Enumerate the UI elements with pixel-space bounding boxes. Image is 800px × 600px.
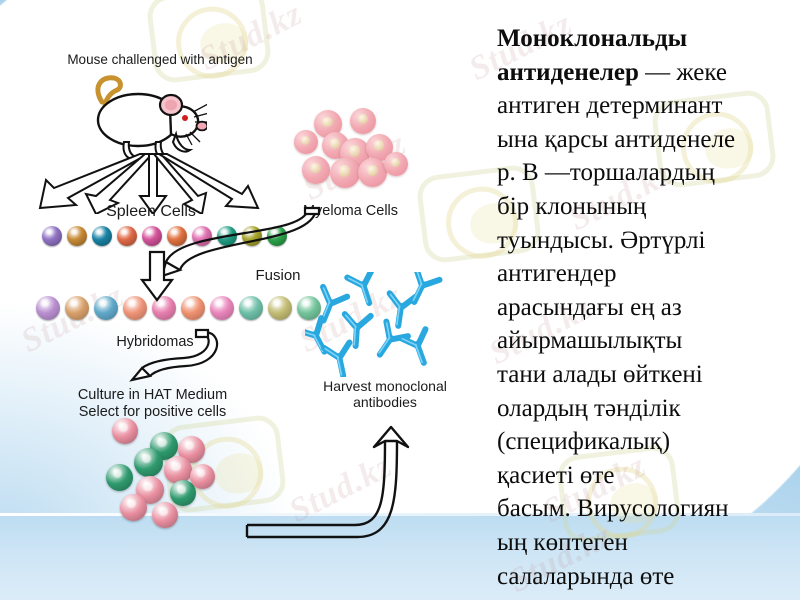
- myeloma-cell: [384, 152, 408, 176]
- antibody-y-shape: [398, 326, 429, 366]
- hybridoma-cell: [239, 296, 263, 320]
- hybridoma-to-culture-arrow: [129, 328, 219, 382]
- spleen-cell: [142, 226, 162, 246]
- cultured-hybridoma-cell: [170, 480, 196, 506]
- body-text-line: Моноклональды: [497, 22, 797, 56]
- body-text-line: басым. Вирусологиян: [497, 492, 797, 526]
- cultured-hybridoma-cell: [106, 464, 133, 491]
- body-text-line: бір клонының: [497, 190, 797, 224]
- body-text-segment: — жеке: [638, 58, 728, 86]
- label-spleen-cells: Spleen Cells: [106, 203, 196, 220]
- hybridoma-cell: [210, 296, 234, 320]
- hybridoma-cell: [268, 296, 292, 320]
- myeloma-cell: [294, 130, 318, 154]
- body-text-segment: ың көптеген: [497, 528, 628, 556]
- body-text-line: антигендер: [497, 257, 797, 291]
- body-text-segment: арасындағы ең аз: [497, 293, 682, 321]
- hybridoma-culture-cluster: [90, 418, 230, 528]
- body-text-line: олардың тәнділік: [497, 392, 797, 426]
- body-text-segment: айырмашылықты: [497, 327, 683, 355]
- cultured-hybridoma-cell: [164, 456, 192, 484]
- myeloma-cell-cluster: [288, 108, 408, 200]
- body-text-segment: туындысы. Әртүрлі: [497, 226, 706, 254]
- body-text-line: жоғары дәрежелі: [497, 593, 797, 600]
- harvest-curved-arrow: [245, 425, 410, 539]
- body-text-line: ына қарсы антиденеле: [497, 123, 797, 157]
- spleen-cell-row: [42, 226, 287, 246]
- spleen-cell: [117, 226, 137, 246]
- label-hybridomas: Hybridomas: [116, 334, 194, 350]
- harvest-line-1: Harvest monoclonal: [323, 378, 447, 394]
- myeloma-cell: [330, 158, 360, 188]
- body-text-segment: р. В —торшалардың: [497, 159, 715, 187]
- mouse-illustration: [72, 72, 210, 164]
- body-text-segment: антиген детерминант: [497, 92, 723, 120]
- body-text-segment: қасиеті өте: [497, 461, 615, 489]
- body-text-segment: (спецификалық): [497, 428, 671, 456]
- body-text-line: туындысы. Әртүрлі: [497, 224, 797, 258]
- hybridoma-cell: [36, 296, 60, 320]
- culture-line-2: Select for positive cells: [78, 403, 227, 420]
- body-text-line: арасындағы ең аз: [497, 291, 797, 325]
- hybridoma-cell: [297, 296, 321, 320]
- body-text-line: р. В —торшалардың: [497, 156, 797, 190]
- antibody-y-shape: [344, 266, 375, 307]
- background-lower-band: [0, 513, 800, 600]
- body-text-segment: салаларында өте: [497, 562, 675, 590]
- myeloma-cell: [358, 158, 387, 187]
- monoclonal-antibody-diagram: Mouse challenged with antigen Spleen Cel…: [0, 0, 480, 600]
- body-text-segment: антиденелер: [497, 58, 639, 86]
- cultured-hybridoma-cell: [190, 464, 215, 489]
- hybridoma-cell: [123, 296, 147, 320]
- label-mouse-challenged: Mouse challenged with antigen: [67, 52, 253, 67]
- body-text-segment: олардың тәнділік: [497, 394, 681, 422]
- cultured-hybridoma-cell: [112, 418, 138, 444]
- antibody-y-shape: [320, 339, 353, 379]
- antibody-y-shape: [386, 290, 419, 329]
- antibody-y-shape: [320, 283, 351, 324]
- cultured-hybridoma-cell: [134, 448, 163, 477]
- body-text-line: (спецификалық): [497, 425, 797, 459]
- body-text-segment: ына қарсы антиденеле: [497, 125, 736, 153]
- myeloma-cell: [350, 108, 376, 134]
- body-text-segment: Моноклональды: [497, 25, 688, 52]
- myeloma-cell: [302, 156, 330, 184]
- body-text-line: тани алады өйткені: [497, 358, 797, 392]
- culture-line-1: Culture in HAT Medium: [77, 387, 228, 403]
- body-text-segment: басым. Вирусологиян: [497, 495, 729, 523]
- spleen-cell: [67, 226, 87, 246]
- myeloma-cell: [366, 134, 393, 161]
- hybridoma-cell: [181, 296, 205, 320]
- body-text-line: ың көптеген: [497, 526, 797, 560]
- body-text-line: айырмашылықты: [497, 324, 797, 358]
- body-text-segment: антигендер: [497, 260, 617, 288]
- antibody-y-shape: [341, 311, 374, 349]
- cultured-hybridoma-cell: [152, 502, 178, 528]
- monoclonal-antibody-cluster: [295, 265, 465, 379]
- body-text-line: антиген детерминант: [497, 89, 797, 123]
- body-text-segment: жоғары дәрежелі: [497, 596, 678, 600]
- harvest-line-2: antibodies: [353, 394, 417, 411]
- body-text-line: антиденелер — жеке: [497, 56, 797, 90]
- spleen-cell: [167, 226, 187, 246]
- body-text-line: қасиеті өте: [497, 459, 797, 493]
- fusion-arrows: [140, 206, 321, 302]
- body-text-segment: бір клонының: [497, 192, 647, 220]
- spleen-cell: [92, 226, 112, 246]
- hybridoma-cell: [65, 296, 89, 320]
- hybridoma-cell: [94, 296, 118, 320]
- label-fusion: Fusion: [255, 267, 301, 284]
- spleen-extraction-arrows: [38, 153, 260, 214]
- body-text-segment: тани алады өйткені: [497, 360, 703, 388]
- spleen-cell: [42, 226, 62, 246]
- body-text-line: салаларында өте: [497, 560, 797, 594]
- label-harvest-antibodies: Harvest monoclonal antibodies: [300, 378, 470, 410]
- label-culture-hat-medium: Culture in HAT Medium Select for positiv…: [40, 387, 265, 421]
- cultured-hybridoma-cell: [120, 494, 147, 521]
- antibody-y-shape: [411, 265, 443, 305]
- hybridoma-cell-row: [36, 296, 321, 320]
